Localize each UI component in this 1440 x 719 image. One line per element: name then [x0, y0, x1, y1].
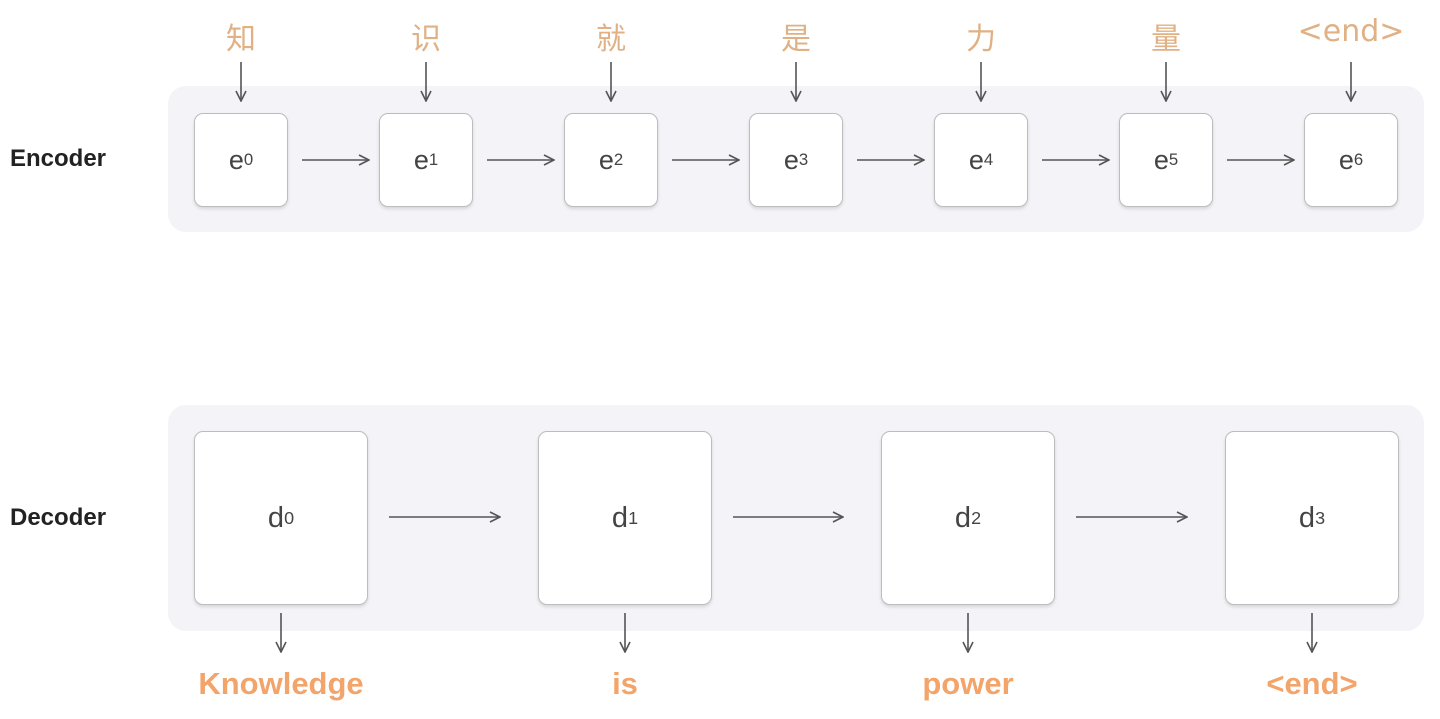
encoder-input-token: 就: [596, 22, 626, 57]
encoder-input-token: 识: [411, 22, 441, 57]
node-symbol: e: [1338, 144, 1354, 175]
node-index: 2: [613, 150, 624, 169]
node-index: 1: [428, 150, 439, 169]
encoder-input-token: 量: [1151, 22, 1181, 57]
node-index: 0: [284, 507, 295, 528]
encoder-input-token: 是: [781, 22, 811, 57]
decoder-output-token: is: [612, 666, 638, 701]
node-symbol: e: [783, 144, 799, 175]
node-index: 1: [628, 507, 639, 528]
node-symbol: d: [267, 501, 285, 534]
decoder-label: Decoder: [10, 504, 107, 531]
node-index: 6: [1353, 150, 1364, 169]
node-symbol: e: [1153, 144, 1169, 175]
node-symbol: e: [413, 144, 429, 175]
node-symbol: d: [611, 501, 629, 534]
node-index: 3: [1315, 507, 1326, 528]
node-symbol: e: [598, 144, 614, 175]
node-symbol: d: [954, 501, 972, 534]
decoder-panel: [168, 405, 1424, 631]
encoder-input-token: <end>: [1297, 14, 1405, 49]
node-index: 4: [983, 150, 994, 169]
node-symbol: e: [968, 144, 984, 175]
node-symbol: d: [1298, 501, 1316, 534]
node-symbol: e: [228, 144, 244, 175]
encoder-input-token: 知: [226, 22, 256, 57]
encoder-input-token: 力: [966, 22, 996, 57]
decoder-output-token: <end>: [1266, 666, 1358, 701]
node-index: 3: [798, 150, 809, 169]
decoder-output-token: power: [922, 666, 1014, 701]
node-index: 0: [243, 150, 254, 169]
decoder-output-token: Knowledge: [198, 666, 364, 701]
node-index: 5: [1168, 150, 1179, 169]
encoder-label: Encoder: [10, 145, 107, 172]
node-index: 2: [971, 507, 982, 528]
